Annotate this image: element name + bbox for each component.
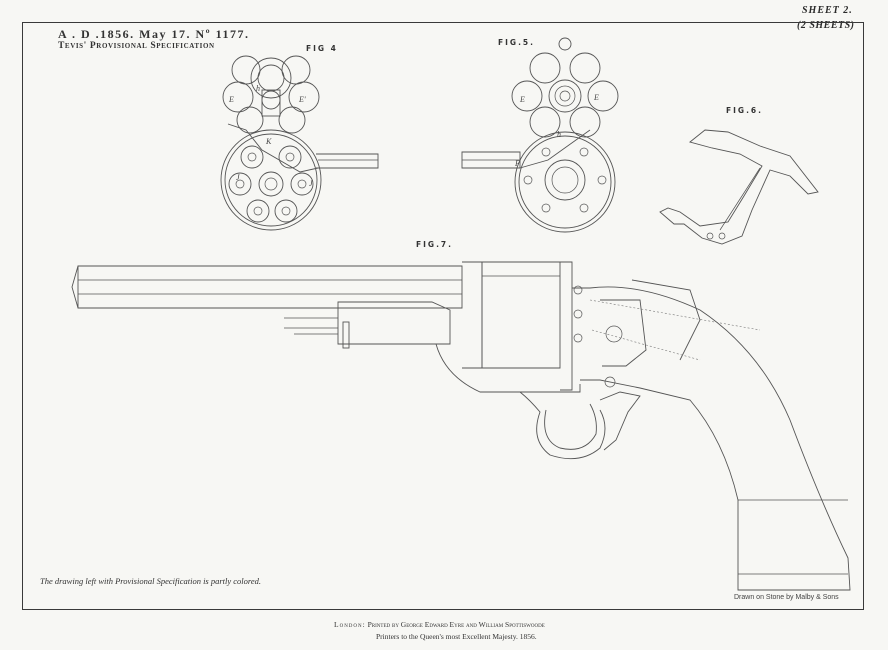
imprint-printers: Printed by George Edward Eyre and Willia…	[368, 620, 545, 629]
fig5-letter-e-left: E	[519, 95, 525, 104]
part-letter-k: K	[265, 137, 272, 146]
fig5-letter-f: F	[514, 159, 520, 168]
part-letter-e: E	[228, 95, 234, 104]
lithographer-credit: Drawn on Stone by Malby & Sons	[734, 594, 839, 601]
printer-imprint-line-1: London: Printed by George Edward Eyre an…	[334, 620, 545, 629]
fig-4-drawing: E E' h K J J	[221, 56, 378, 230]
part-letter-h: h	[256, 84, 260, 93]
printer-imprint-line-2: Printers to the Queen's most Excellent M…	[376, 632, 537, 641]
imprint-city: London:	[334, 620, 366, 629]
part-letter-e-prime: E'	[298, 95, 306, 104]
fig-7-drawing	[72, 262, 850, 590]
fig-5-drawing: E E F h	[462, 38, 618, 232]
fig-6-drawing	[660, 130, 818, 244]
footnote-provisional-colored: The drawing left with Provisional Specif…	[40, 576, 261, 586]
fig5-letter-h: h	[557, 130, 561, 139]
fig5-letter-e-right: E	[593, 93, 599, 102]
part-letter-j-right: J	[309, 179, 313, 188]
part-letter-j-left: J	[236, 173, 240, 182]
